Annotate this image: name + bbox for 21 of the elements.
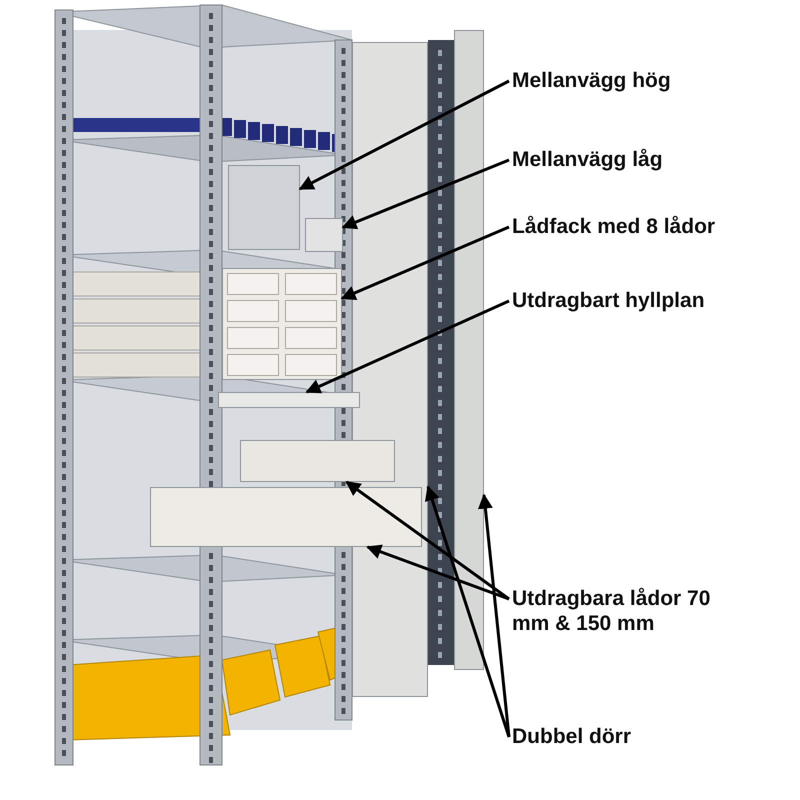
callout-label: Dubbel dörr	[512, 724, 632, 749]
leader-line	[305, 300, 510, 394]
leader-line	[366, 544, 510, 600]
leader-line	[478, 494, 510, 738]
drawer	[150, 487, 422, 547]
leader-line	[298, 80, 510, 190]
leader-line	[425, 485, 510, 738]
leader-line	[342, 158, 510, 230]
pull-out-shelf	[218, 392, 360, 408]
callout-label: Lådfack med 8 lådor	[512, 214, 716, 239]
divider-panel	[305, 218, 343, 252]
door-panel	[454, 30, 484, 670]
leader-line	[345, 480, 510, 600]
callout-label: Utdragbart hyllplan	[512, 288, 706, 313]
callout-label: Utdragbara lådor 70 mm & 150 mm	[512, 586, 712, 636]
drawer-compartment	[222, 268, 342, 380]
divider-panel	[228, 165, 300, 250]
callout-label: Mellanvägg låg	[512, 147, 664, 172]
drawer	[240, 440, 395, 482]
leader-line	[340, 226, 510, 300]
callout-label: Mellanvägg hög	[512, 68, 672, 93]
